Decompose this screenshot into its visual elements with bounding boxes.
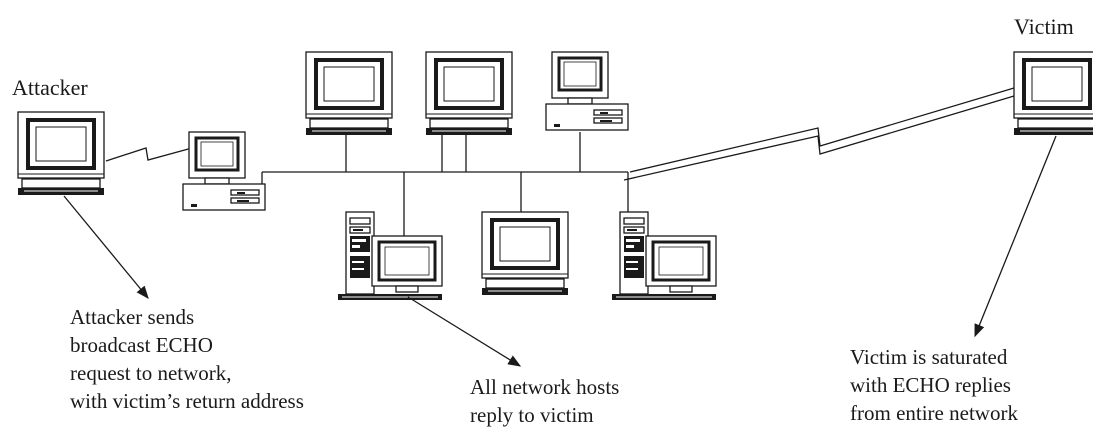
host-computer-icon — [480, 210, 570, 297]
victim-caption-line: with ECHO replies — [850, 373, 1011, 397]
attacker-caption-line: request to network, — [70, 361, 232, 385]
hosts-caption-line: reply to victim — [470, 403, 594, 427]
victim-link-lightning — [629, 87, 1015, 173]
host-computer-icon — [304, 50, 394, 137]
attacker-caption-line: broadcast ECHO — [70, 333, 213, 357]
victim-caption: Victim is saturated with ECHO replies fr… — [850, 345, 1018, 425]
attacker-caption-line: Attacker sends — [70, 305, 194, 329]
victim-caption-line: from entire network — [850, 401, 1018, 425]
host-tower-computer-icon — [610, 210, 718, 302]
attacker-label: Attacker — [12, 75, 88, 100]
victim-computer-icon — [1012, 50, 1093, 137]
attacker-caption-arrow — [63, 195, 149, 300]
victim-caption-arrow — [974, 135, 1057, 338]
network-drop-lines — [261, 132, 629, 238]
host-desktop-computer-icon — [544, 50, 630, 132]
relay-desktop-computer-icon — [181, 130, 267, 212]
victim-label: Victim — [1014, 14, 1074, 39]
host-computer-icon — [424, 50, 514, 137]
hosts-caption-line: All network hosts — [470, 375, 619, 399]
attacker-caption-line: with victim’s return address — [70, 389, 304, 413]
attacker-caption: Attacker sends broadcast ECHO request to… — [70, 305, 304, 413]
attacker-computer-icon — [16, 110, 106, 197]
host-tower-computer-icon — [336, 210, 444, 302]
attacker-link-lightning — [105, 147, 193, 162]
hosts-caption-arrow — [407, 296, 522, 367]
hosts-caption: All network hosts reply to victim — [470, 375, 625, 427]
victim-caption-line: Victim is saturated — [850, 345, 1008, 369]
